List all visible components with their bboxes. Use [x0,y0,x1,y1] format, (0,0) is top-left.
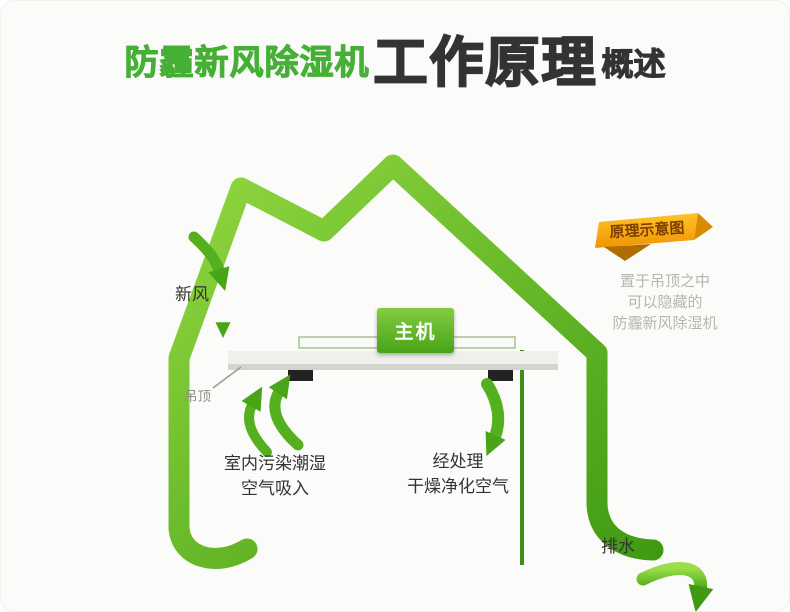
badge-ribbon-tail [694,213,713,240]
intake-label-line2: 空气吸入 [241,479,309,499]
duct-right [450,336,516,349]
intake-arrow-icon [268,374,304,451]
badge-ribbon-fold [604,244,651,261]
intake-arrow-2-icon [241,386,272,457]
note-line2: 可以隐藏的 [627,293,703,311]
title-brand: 防霾新风除湿机 [124,43,370,84]
ceiling-pointer-line [212,366,242,389]
ceiling-slab-edge [228,364,558,370]
processed-air-label-line2: 干燥净化空气 [407,477,509,497]
intake-label-line1: 室内污染潮湿 [224,454,326,474]
note-line1: 置于吊顶之中 [619,272,710,290]
processed-air-label-line1: 经处理 [432,452,484,472]
page-title: 防霾新风除湿机 工作原理 概述 [1,31,789,94]
title-main: 工作原理 [372,31,598,94]
ceiling-label: 吊顶 [184,389,211,405]
duct-left [298,336,380,349]
note-line3: 防霾新风除湿机 [612,314,718,332]
hidden-unit-note: 置于吊顶之中 可以隐藏的 防霾新风除湿机 [584,271,746,334]
processed-air-label: 经处理 干燥净化空气 [382,450,534,500]
badge-ribbon [595,213,698,248]
main-unit-box: 主机 [377,308,454,353]
processed-air-arrow-icon [481,378,506,457]
main-unit-label: 主机 [394,321,437,343]
intake-label: 室内污染潮湿 空气吸入 [196,452,354,502]
hanger-left [288,370,313,381]
drain-arrow-icon [636,562,714,611]
title-suffix: 概述 [601,45,666,84]
house-outline [168,154,664,569]
hanger-right [488,370,513,381]
fresh-air-arrow-icon [188,231,230,291]
ceiling-slab [228,351,558,364]
fresh-air-label: 新风 [175,285,209,305]
drain-label: 排水 [601,537,635,557]
